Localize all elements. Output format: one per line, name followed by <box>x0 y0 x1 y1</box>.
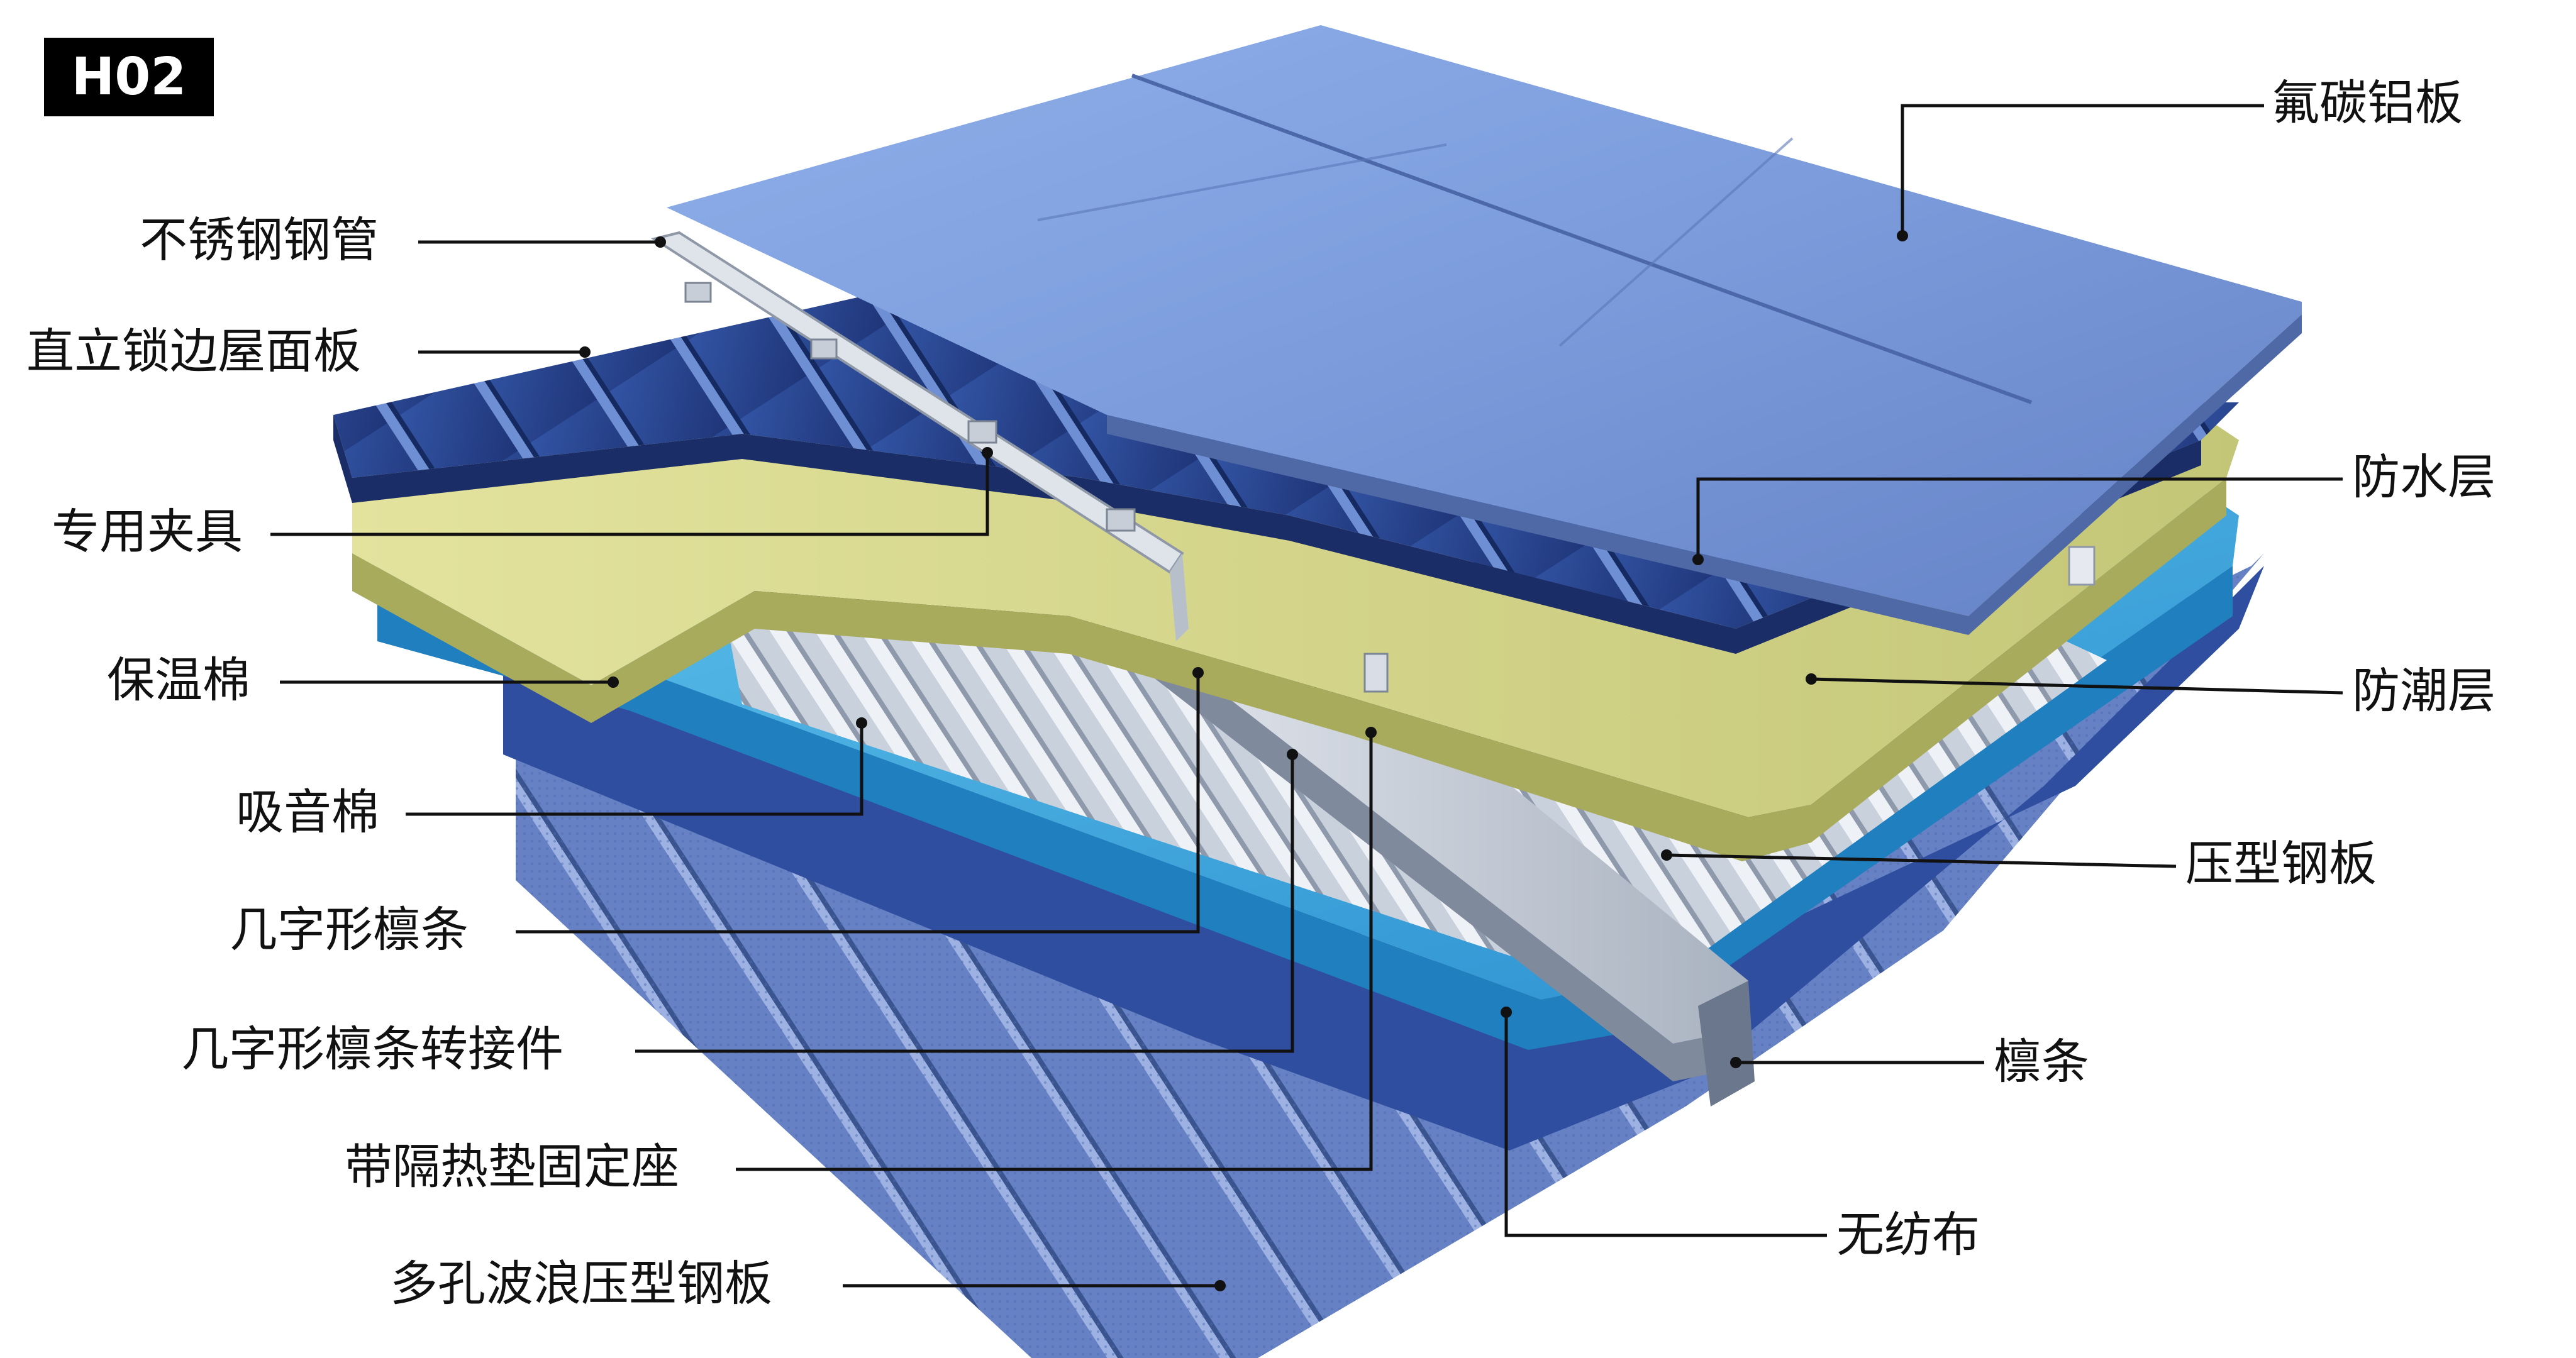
label-waterproof-layer-text: 防水层 <box>2352 449 2496 505</box>
label-purlin-text: 檩条 <box>1994 1034 2089 1090</box>
label-thermal-pad-base-text: 带隔热垫固定座 <box>345 1139 679 1195</box>
label-special-clamp-text: 专用夹具 <box>52 504 243 560</box>
label-purlin: 檩条 <box>1730 1034 2089 1090</box>
badge-text: H02 <box>72 47 187 107</box>
label-insulation-wool-text: 保温棉 <box>107 652 250 708</box>
label-hat-purlin-text: 几字形檩条 <box>230 902 469 958</box>
label-hat-purlin-adapter-text: 几字形檩条转接件 <box>181 1021 564 1077</box>
label-moisture-layer-text: 防潮层 <box>2352 663 2496 719</box>
diagram-code-badge: H02 <box>44 38 214 116</box>
label-profiled-steel-text: 压型钢板 <box>2185 836 2377 892</box>
label-non-woven-text: 无纺布 <box>1836 1206 1980 1262</box>
label-stainless-pipe: 不锈钢钢管 <box>140 212 666 268</box>
label-standing-seam-panel: 直立锁边屋面板 <box>26 323 591 379</box>
label-stainless-pipe-text: 不锈钢钢管 <box>140 212 379 268</box>
label-fluorocarbon-panel-text: 氟碳铝板 <box>2272 75 2463 131</box>
label-sound-absorbing-wool-text: 吸音棉 <box>236 784 379 840</box>
label-standing-seam-panel-text: 直立锁边屋面板 <box>26 323 361 379</box>
label-perforated-deck-text: 多孔波浪压型钢板 <box>390 1256 772 1311</box>
